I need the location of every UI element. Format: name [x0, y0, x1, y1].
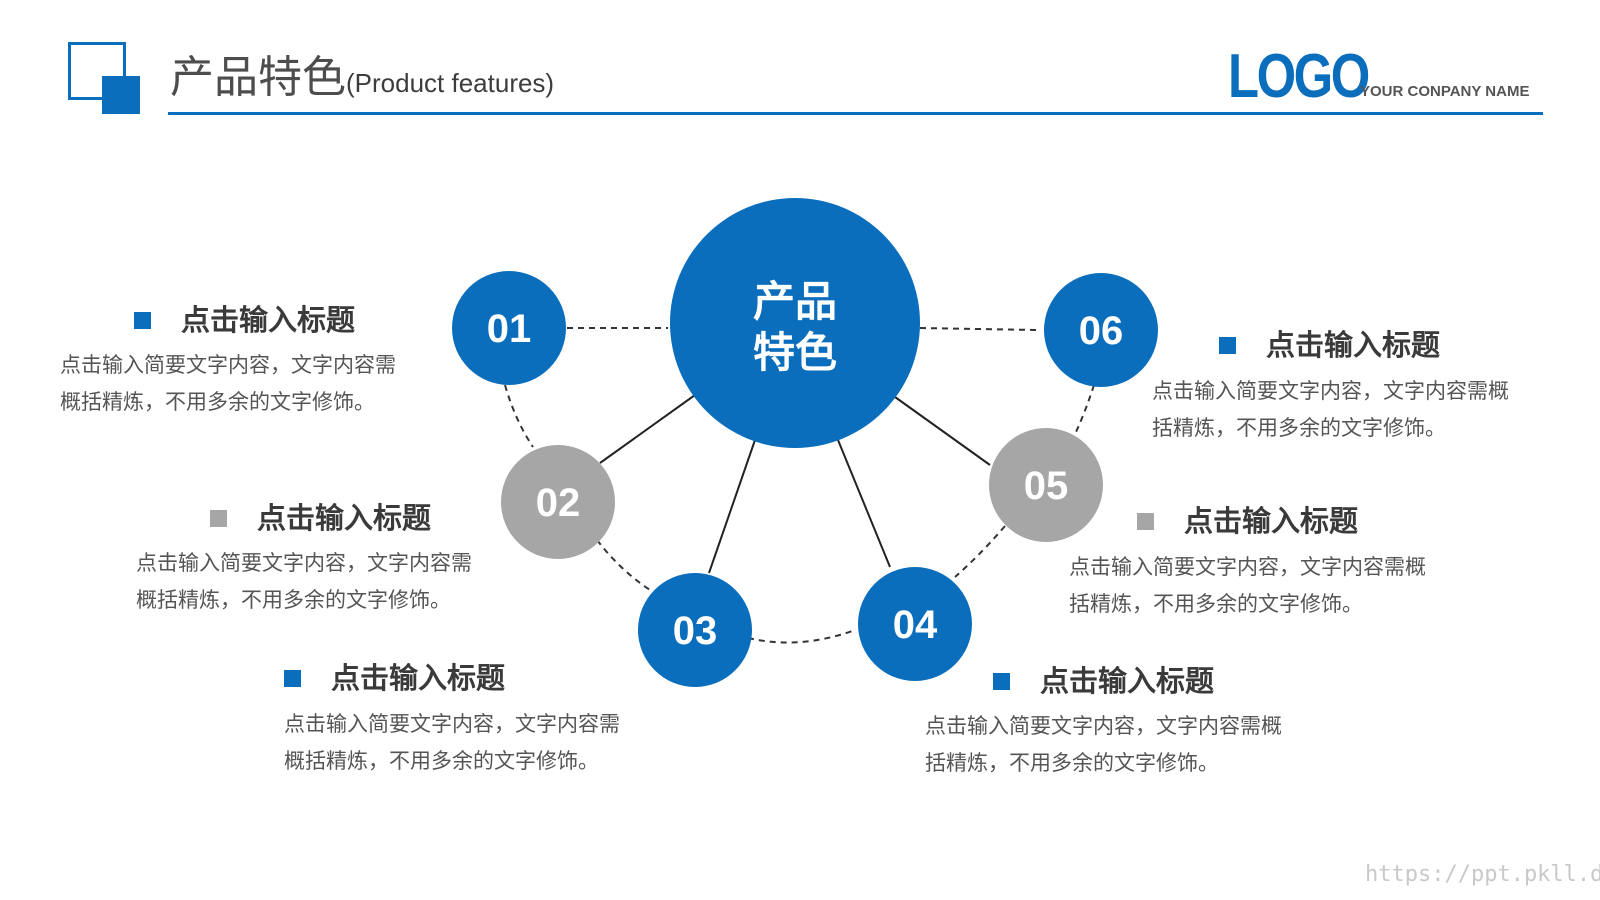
feature-description-line: 点击输入简要文字内容，文字内容需	[284, 712, 620, 736]
spoke-02	[599, 394, 696, 464]
connector-center-06	[919, 327, 1037, 331]
feature-description: 点击输入简要文字内容，文字内容需概 括精炼，不用多余的文字修饰。	[925, 708, 1282, 782]
header-divider	[168, 112, 1543, 115]
feature-05: 点击输入标题	[1137, 501, 1358, 541]
solid-spokes	[599, 394, 991, 574]
feature-title: 点击输入标题	[257, 501, 432, 535]
feature-title: 点击输入标题	[1184, 504, 1359, 538]
feature-node-circle	[452, 271, 566, 385]
feature-node-05: 05	[989, 428, 1103, 542]
feature-bullet	[1137, 512, 1154, 530]
feature-06-desc: 点击输入简要文字内容，文字内容需概 括精炼，不用多余的文字修饰。	[1152, 373, 1509, 447]
connector-02-03	[596, 539, 651, 591]
feature-node-circle	[1044, 273, 1158, 387]
feature-description: 点击输入简要文字内容，文字内容需 概括精炼，不用多余的文字修饰。	[60, 347, 396, 421]
feature-node-number: 02	[536, 481, 581, 525]
feature-description-line: 点击输入简要文字内容，文字内容需	[60, 353, 396, 377]
feature-description-line: 点击输入简要文字内容，文字内容需概	[1152, 379, 1509, 403]
feature-02: 点击输入标题	[210, 498, 431, 538]
feature-03: 点击输入标题	[284, 658, 505, 698]
feature-node-06: 06	[1044, 273, 1158, 387]
page-title-main: 产品特色	[170, 52, 346, 103]
feature-node-circle	[858, 567, 972, 681]
feature-description-line: 点击输入简要文字内容，文字内容需	[136, 551, 472, 575]
feature-06: 点击输入标题	[1219, 325, 1440, 365]
feature-node-number: 06	[1079, 309, 1124, 353]
page-title-subtitle: (Product features)	[346, 68, 555, 98]
feature-title: 点击输入标题	[1266, 328, 1441, 362]
feature-04-desc: 点击输入简要文字内容，文字内容需概 括精炼，不用多余的文字修饰。	[925, 708, 1282, 782]
feature-node-number: 01	[487, 307, 532, 351]
title-mark-fill	[102, 76, 140, 114]
feature-description-line: 括精炼，不用多余的文字修饰。	[1069, 592, 1363, 616]
feature-bullet	[210, 509, 227, 527]
feature-node-number: 05	[1024, 464, 1069, 508]
source-watermark: https://ppt.pkll.de	[1365, 862, 1600, 887]
feature-03-desc: 点击输入简要文字内容，文字内容需 概括精炼，不用多余的文字修饰。	[284, 706, 620, 780]
feature-02-desc: 点击输入简要文字内容，文字内容需 概括精炼，不用多余的文字修饰。	[136, 545, 472, 619]
feature-node-02: 02	[501, 445, 615, 559]
feature-node-03: 03	[638, 573, 752, 687]
feature-description: 点击输入简要文字内容，文字内容需 概括精炼，不用多余的文字修饰。	[136, 545, 472, 619]
feature-bullet	[993, 672, 1010, 690]
connector-03-04	[747, 629, 856, 644]
feature-node-circle	[989, 428, 1103, 542]
feature-title: 点击输入标题	[1040, 664, 1215, 698]
feature-01-desc: 点击输入简要文字内容，文字内容需 概括精炼，不用多余的文字修饰。	[60, 347, 396, 421]
feature-node-01: 01	[452, 271, 566, 385]
feature-description: 点击输入简要文字内容，文字内容需概 括精炼，不用多余的文字修饰。	[1152, 373, 1509, 447]
feature-node-04: 04	[858, 567, 972, 681]
feature-bullet	[284, 669, 301, 687]
spoke-05	[894, 396, 991, 466]
center-label-line2: 特色	[753, 328, 837, 377]
feature-description: 点击输入简要文字内容，文字内容需 概括精炼，不用多余的文字修饰。	[284, 706, 620, 780]
feature-description: 点击输入简要文字内容，文字内容需概 括精炼，不用多余的文字修饰。	[1069, 549, 1426, 623]
feature-04: 点击输入标题	[993, 661, 1214, 701]
feature-description-line: 括精炼，不用多余的文字修饰。	[925, 751, 1219, 775]
feature-bullet	[134, 311, 151, 329]
feature-05-desc: 点击输入简要文字内容，文字内容需概 括精炼，不用多余的文字修饰。	[1069, 549, 1426, 623]
feature-node-number: 03	[673, 609, 718, 653]
feature-description-line: 概括精炼，不用多余的文字修饰。	[136, 588, 451, 612]
feature-description-line: 点击输入简要文字内容，文字内容需概	[1069, 555, 1426, 579]
feature-description-line: 点击输入简要文字内容，文字内容需概	[925, 714, 1282, 738]
center-label-line1: 产品	[753, 277, 837, 326]
center-circle	[670, 198, 920, 448]
feature-title: 点击输入标题	[181, 303, 356, 337]
spoke-04	[837, 439, 891, 568]
connector-06-05	[1075, 384, 1095, 433]
node-layer: 01 02 03 04 05 06	[452, 271, 1158, 687]
title-mark-outline	[68, 42, 126, 100]
feature-description-line: 概括精炼，不用多余的文字修饰。	[284, 749, 599, 773]
page-title: 产品特色(Product features)	[170, 50, 554, 111]
feature-description-line: 概括精炼，不用多余的文字修饰。	[60, 390, 375, 414]
connector-01-02	[504, 384, 534, 448]
company-name: YOUR CONPANY NAME	[1360, 83, 1530, 100]
connector-05-04	[954, 525, 1006, 578]
feature-node-circle	[638, 573, 752, 687]
feature-node-circle	[501, 445, 615, 559]
company-logo: LOGO	[1228, 42, 1370, 111]
spoke-03	[708, 439, 756, 574]
feature-node-number: 04	[893, 603, 938, 647]
feature-01: 点击输入标题	[134, 300, 355, 340]
feature-description-line: 括精炼，不用多余的文字修饰。	[1152, 416, 1446, 440]
feature-bullet	[1219, 336, 1236, 354]
dashed-connectors	[504, 327, 1095, 644]
feature-title: 点击输入标题	[331, 661, 506, 695]
